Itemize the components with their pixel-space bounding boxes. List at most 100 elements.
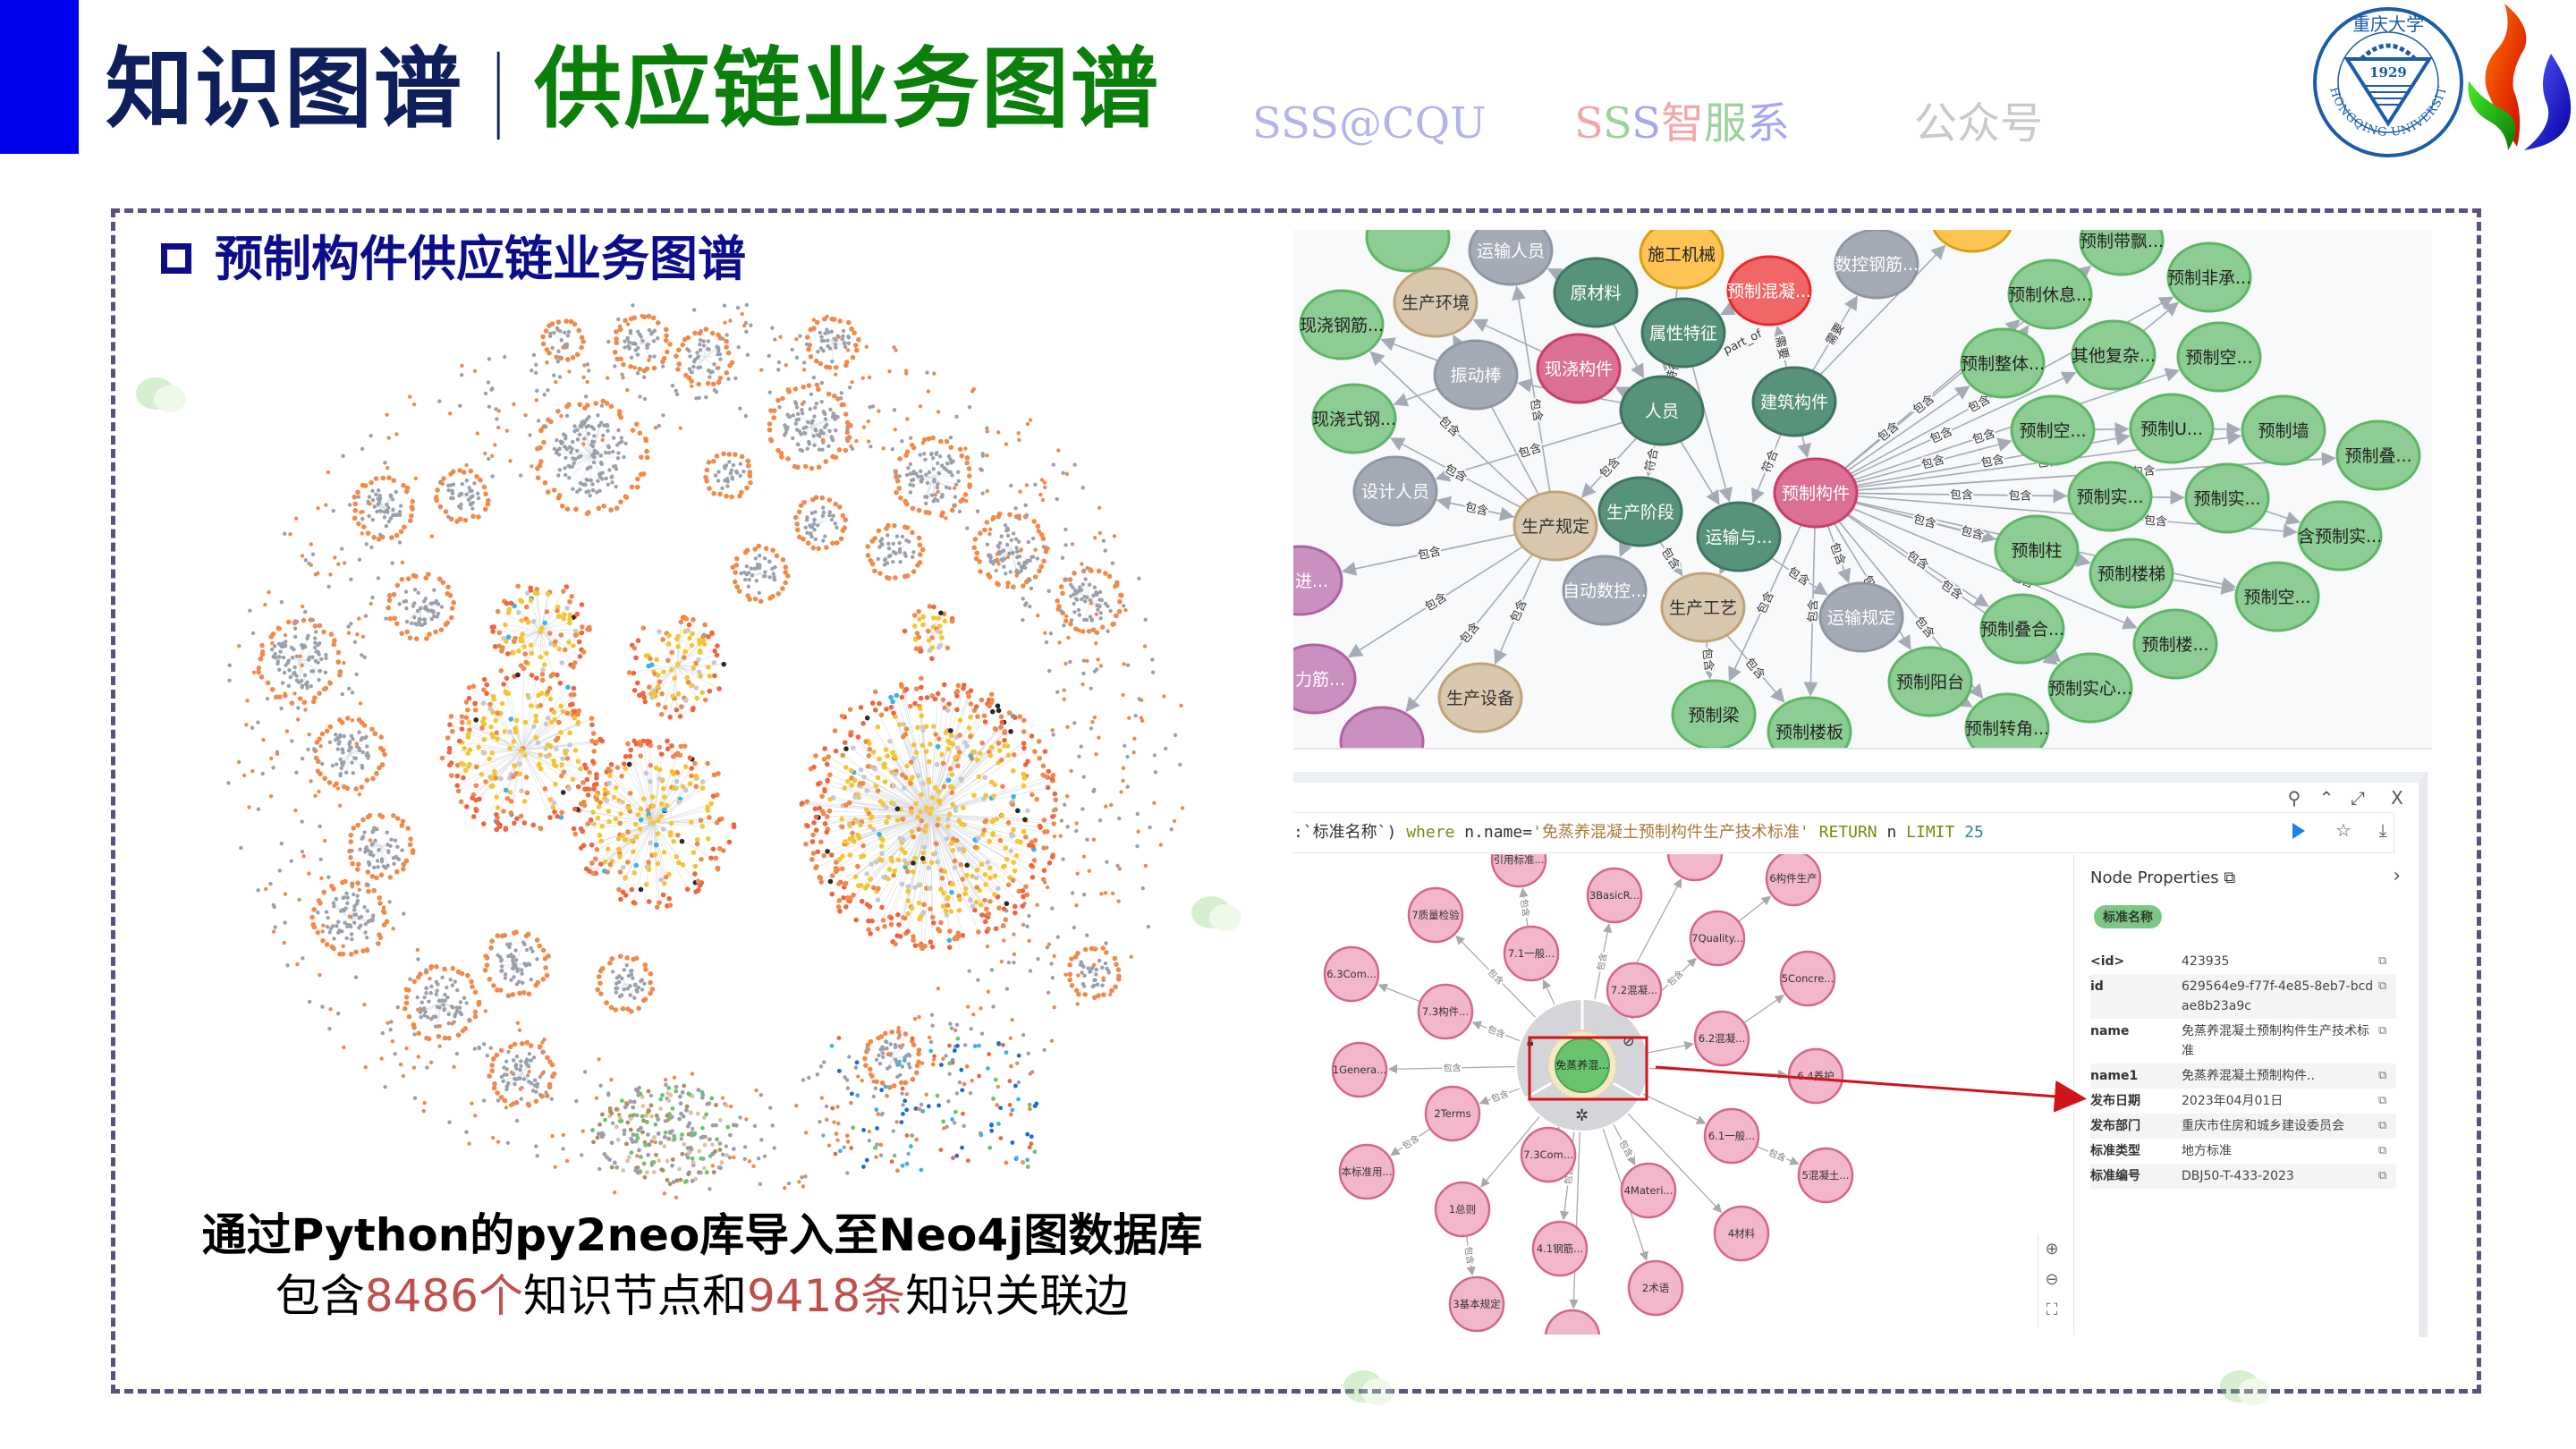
graph-node[interactable]: 预制非承... [2166,242,2252,313]
overview-node-dot [663,1130,668,1135]
overview-node-dot [866,927,871,933]
overview-node-dot [1135,811,1140,817]
overview-node-dot [909,809,914,815]
overview-node-dot [893,575,898,580]
graph-node[interactable]: 运输规定 [1818,581,1904,653]
overview-node-dot [771,408,777,413]
overview-node-dot [1127,716,1131,720]
overview-node-dot [428,991,433,996]
overview-node-dot [521,799,528,804]
graph-node[interactable]: 进... [1293,545,1343,616]
overview-node-dot [939,751,945,758]
graph-node[interactable]: 预制阳台 [1887,646,1973,717]
graph-node[interactable]: 预制楼梯 [2089,538,2174,609]
graph-node[interactable]: 生产工艺 [1660,572,1746,643]
graph-node[interactable]: 生产阶段 [1597,476,1683,547]
graph-node[interactable]: 预制空... [2010,394,2096,466]
overview-node-dot [599,1131,605,1136]
graph-node[interactable]: 预制转角... [1964,692,2050,748]
graph-node[interactable] [1339,706,1425,748]
graph-node[interactable]: 自动数控... [1562,555,1648,626]
graph-node[interactable]: 预制墙 [2241,394,2326,466]
graph-node[interactable]: 施工机械 [1639,230,1724,290]
overview-node-dot [311,747,317,751]
graph-node[interactable]: 属性特征 [1640,297,1726,369]
overview-node-dot [886,814,891,820]
graph-node[interactable]: 预制楼板 [1767,696,1852,748]
overview-node-dot [899,694,905,700]
overview-node-dot [442,1007,446,1013]
graph-node[interactable]: 预制梁 [1671,679,1757,748]
overview-node-dot [713,473,718,478]
graph-node[interactable]: 生产设备 [1437,662,1523,733]
supply-chain-graph-canvas[interactable]: 符合需要特征part_of符合需要包含包含包含包含包含包含包含包含包含包含包含包… [1293,230,2432,748]
graph-node[interactable]: 生产规定 [1513,490,1598,562]
overview-node-dot [292,634,298,640]
overview-node-dot [1013,715,1018,720]
graph-node[interactable]: 预制实... [2184,462,2270,534]
overview-node-dot [821,1133,826,1138]
graph-node[interactable]: 现浇式钢... [1311,383,1397,454]
overview-node-dot [922,943,928,949]
graph-node[interactable]: 人员 [1619,375,1705,446]
edge-label: 需要 [1824,321,1847,348]
graph-node[interactable]: 现浇构件 [1536,333,1622,404]
graph-node[interactable]: 生产环境 [1393,267,1479,338]
expand-icon[interactable]: ⤢ [2351,787,2365,809]
overview-node-dot [383,461,387,465]
graph-node[interactable]: 预制叠... [2335,419,2421,491]
overview-node-dot [981,796,987,801]
graph-node[interactable]: 预制柱 [1994,514,2080,586]
overview-node-dot [624,962,629,968]
graph-node[interactable]: 原材料 [1553,257,1639,328]
overview-node-dot [841,402,846,408]
overview-node-dot [564,756,571,761]
graph-node[interactable]: 预制实心... [2047,652,2133,724]
graph-node[interactable]: 预制整体... [1960,327,2046,399]
graph-node[interactable]: 预制U... [2129,393,2215,464]
graph-node[interactable] [1931,230,2013,253]
graph-node[interactable]: 预制带飘... [2079,230,2165,276]
graph-node[interactable]: 预制实... [2067,461,2153,532]
graph-node[interactable]: 设计人员 [1352,455,1438,527]
overview-node-dot [352,640,358,645]
overview-node-dot [1091,995,1097,1001]
graph-node[interactable]: 运输与... [1696,501,1782,572]
overview-node-dot [329,944,335,950]
graph-node[interactable]: 力筋... [1293,643,1357,715]
overview-node-dot [875,1142,879,1147]
graph-node[interactable]: 预制叠合... [1979,593,2065,665]
graph-node[interactable]: 振动棒 [1433,339,1519,411]
chevron-up-icon[interactable]: ⌃ [2318,787,2334,809]
overview-node-dot [512,1041,518,1047]
graph-node[interactable] [1365,230,1451,273]
graph-node[interactable]: 现浇钢筋... [1299,289,1385,360]
overview-node-dot [919,675,924,682]
overview-node-dot [724,1144,728,1148]
overview-node-dot [800,407,804,412]
overview-node-dot [808,354,814,360]
overview-node-dot [992,782,998,788]
graph-node[interactable]: 预制空... [2176,321,2262,393]
graph-edge [2093,421,2130,436]
graph-node[interactable]: 预制休息... [2007,258,2093,330]
overview-node-dot [889,1030,895,1035]
overview-node-dot [924,1092,928,1097]
graph-node[interactable]: 运输人员 [1468,230,1554,286]
close-icon[interactable]: X [2391,787,2403,809]
overview-node-dot [840,853,845,860]
graph-node[interactable]: 其他复杂... [2071,319,2157,391]
cypher-query-editor[interactable]: :`标准名称`) where n.name='免蒸养混凝土预制构件生产技术标准'… [1293,812,2394,853]
graph-node[interactable]: 预制楼... [2132,608,2218,680]
graph-node[interactable]: 含预制实... [2297,500,2383,572]
graph-node[interactable]: 预制混凝... [1726,255,1812,326]
graph-node[interactable]: 建筑构件 [1751,366,1837,437]
graph-node[interactable]: 数控钢筋... [1834,230,1919,300]
graph-node[interactable]: 预制构件 [1773,457,1859,529]
graph-node[interactable]: 预制空... [2234,561,2320,632]
overview-node-dot [990,830,996,836]
overview-node-dot [1106,604,1110,608]
overview-node-dot [1090,720,1095,724]
pin-icon[interactable]: ⚲ [2287,787,2301,809]
